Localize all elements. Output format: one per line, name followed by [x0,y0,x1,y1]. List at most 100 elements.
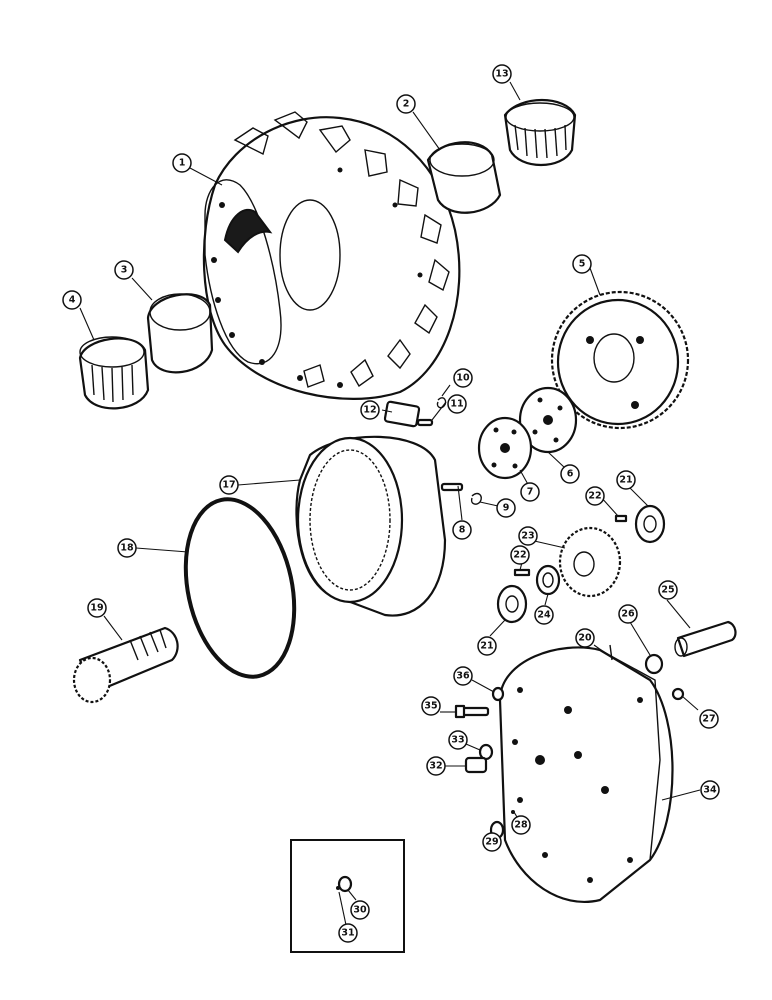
bearing-cup-3 [146,293,214,374]
svg-text:18: 18 [120,543,134,554]
bearing-cup-2 [426,141,502,214]
callout-13: 13 [492,64,512,84]
svg-text:33: 33 [451,735,464,746]
svg-text:7: 7 [527,487,534,498]
callout-27: 27 [699,709,719,729]
svg-text:31: 31 [341,928,354,939]
svg-text:3: 3 [121,265,128,276]
callout-33: 33 [448,730,468,750]
svg-text:6: 6 [567,469,574,480]
callout-24: 24 [534,605,554,625]
svg-text:9: 9 [503,503,510,514]
bolt-35 [454,704,490,719]
washer-36 [491,686,505,702]
callout-3: 3 [114,260,134,280]
clip-10 [436,397,447,409]
svg-text:21: 21 [480,641,493,652]
svg-text:24: 24 [537,610,551,621]
svg-text:28: 28 [514,820,528,831]
svg-text:8: 8 [459,525,466,536]
callout-23: 23 [518,526,538,546]
svg-text:10: 10 [456,373,470,384]
clip-9 [470,492,482,505]
svg-text:13: 13 [495,69,508,80]
svg-text:25: 25 [661,585,674,596]
callout-20: 20 [575,628,595,648]
svg-text:36: 36 [456,671,470,682]
callout-22-upper: 22 [585,486,605,506]
callout-12: 12 [360,400,380,420]
callout-26: 26 [618,604,638,624]
svg-text:29: 29 [485,837,498,848]
callout-35: 35 [421,696,441,716]
svg-text:23: 23 [521,531,534,542]
washer-21-lower [496,584,528,624]
callout-36: 36 [453,666,473,686]
callout-32: 32 [426,756,446,776]
svg-text:35: 35 [424,701,437,712]
svg-text:22: 22 [513,550,526,561]
planet-pin-25 [674,620,737,658]
svg-text:20: 20 [578,633,592,644]
plug-30 [337,875,353,893]
svg-text:2: 2 [403,99,410,110]
svg-text:27: 27 [702,714,715,725]
o-ring-18 [183,497,297,679]
planet-gear-23 [558,526,622,598]
plug-32 [464,756,488,774]
callout-21-upper: 21 [616,470,636,490]
bearing-cone-4 [78,336,150,410]
callout-30: 30 [350,900,370,920]
svg-text:30: 30 [353,905,367,916]
callout-11: 11 [447,394,467,414]
bolt-11 [416,418,434,427]
svg-text:17: 17 [222,480,235,491]
svg-text:26: 26 [621,609,635,620]
o-ring-26 [644,653,664,675]
callout-10: 10 [453,368,473,388]
callout-34: 34 [700,780,720,800]
callout-5: 5 [572,254,592,274]
svg-text:21: 21 [619,475,632,486]
bolt-8 [440,482,464,492]
inset-box [290,839,405,953]
hub-housing [202,111,461,400]
plug-27 [671,687,685,701]
callout-6: 6 [560,464,580,484]
callout-18: 18 [117,538,137,558]
pin-31 [336,886,340,890]
svg-text:19: 19 [90,603,103,614]
callout-1: 1 [172,153,192,173]
svg-text:22: 22 [588,491,601,502]
svg-text:1: 1 [179,158,186,169]
callout-8: 8 [452,520,472,540]
callout-7: 7 [520,482,540,502]
callout-2: 2 [396,94,416,114]
callout-28: 28 [511,815,531,835]
callout-19: 19 [87,598,107,618]
callout-31: 31 [338,923,358,943]
callout-17: 17 [219,475,239,495]
carrier-gear-5 [550,290,690,430]
callout-22-lower: 22 [510,545,530,565]
svg-text:12: 12 [363,405,376,416]
svg-text:11: 11 [450,399,463,410]
axle-shaft-19 [72,626,179,704]
planetary-cover-34 [498,646,674,903]
plate-12 [383,400,421,428]
svg-text:5: 5 [579,259,586,270]
bearing-24 [535,564,561,596]
leader-lines [79,81,701,926]
svg-text:32: 32 [429,761,442,772]
callout-4: 4 [62,290,82,310]
svg-text:34: 34 [703,785,717,796]
ring-gear-17 [295,435,447,617]
callout-21-lower: 21 [477,636,497,656]
bearing-cone-13 [503,98,577,167]
callout-25: 25 [658,580,678,600]
pin-22-upper [614,514,628,523]
pin-20 [609,644,613,661]
pin-22-lower [513,568,531,577]
svg-text:4: 4 [69,295,76,306]
